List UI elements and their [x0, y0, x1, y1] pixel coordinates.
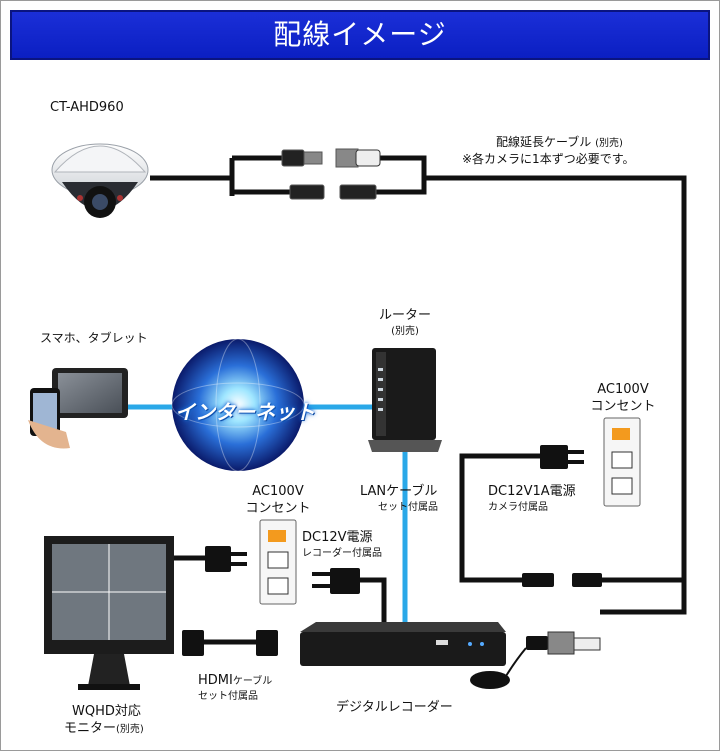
outlet-camera-line2: コンセント: [590, 399, 656, 414]
recorder-power-note: レコーダー付属品: [302, 548, 382, 559]
camera-power-note: カメラ付属品: [488, 502, 548, 513]
hdmi-connectors: [182, 630, 278, 656]
extension-cable-label: 配線延長ケーブル (別売): [496, 135, 623, 149]
extension-cable-note: ※各カメラに1本ずつ必要です。: [462, 152, 635, 166]
digital-recorder: [300, 622, 506, 666]
dc-connectors: [522, 573, 602, 587]
recorder-power-cable: [358, 577, 387, 622]
internet-globe-icon: [171, 338, 305, 472]
internet-label: インターネット: [175, 400, 315, 424]
router-note: (別売): [391, 326, 419, 337]
hdmi-cable-note: セット付属品: [198, 691, 258, 702]
recorder-power-adapter: [312, 568, 360, 594]
mouse-icon: [470, 647, 527, 689]
monitor-label-line1: WQHD対応: [72, 704, 141, 719]
outlet-recorder-line1: AC100V: [252, 484, 304, 499]
monitor-plug: [205, 546, 247, 572]
recorder-label: デジタルレコーダー: [336, 700, 453, 715]
lan-cable-label: LANケーブル: [360, 484, 438, 499]
recorder-bnc: [526, 631, 601, 655]
router-label: ルーター: [378, 308, 431, 323]
extension-cable-run: [378, 155, 687, 615]
page-title: 配線イメージ: [10, 10, 710, 60]
camera-model-label: CT-AHD960: [50, 100, 124, 115]
camera-power-cable: [459, 453, 540, 583]
bnc-connectors: [281, 148, 381, 200]
outlet-camera-line1: AC100V: [597, 382, 649, 397]
monitor-label-line2: モニター(別売): [64, 721, 144, 736]
lan-cable-note: セット付属品: [378, 502, 438, 513]
hdmi-cable-label: HDMIケーブル: [198, 673, 273, 688]
dome-camera: [51, 143, 149, 218]
router-device: [368, 348, 442, 452]
outlet-camera: [603, 417, 641, 507]
camera-power-adapter: [540, 445, 584, 469]
smartphone-label: スマホ、タブレット: [40, 331, 148, 345]
outlet-recorder-line2: コンセント: [245, 501, 311, 516]
monitor-device: [44, 536, 174, 690]
tablet-device: [28, 368, 128, 449]
camera-power-label: DC12V1A電源: [488, 484, 576, 499]
outlet-recorder: [259, 519, 297, 605]
recorder-power-label: DC12V電源: [302, 530, 373, 545]
